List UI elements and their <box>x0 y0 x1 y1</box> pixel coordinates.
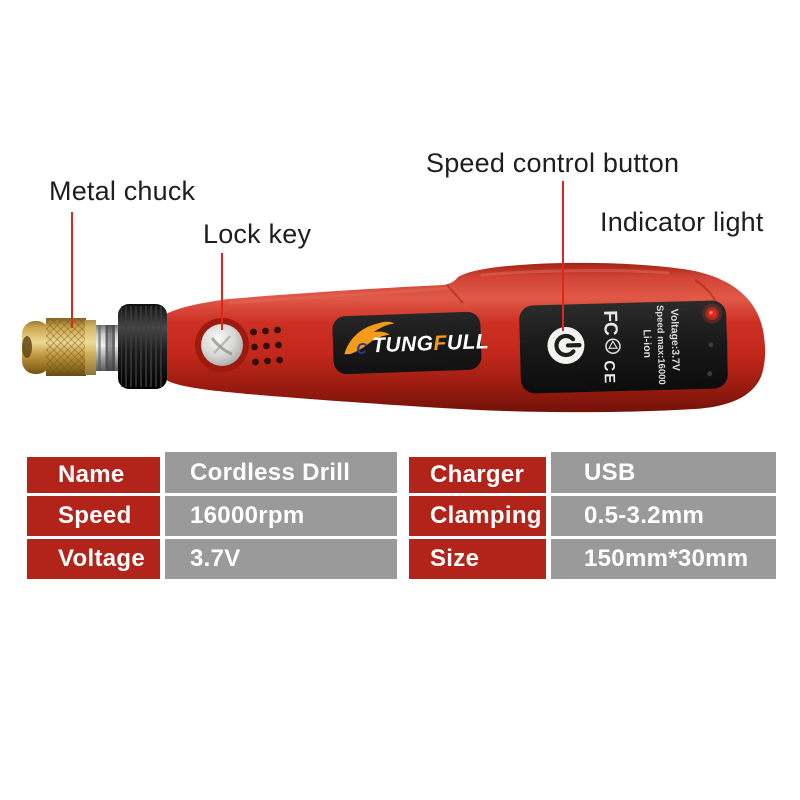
brand-part3: ULL <box>446 330 489 354</box>
lock-key-label: Lock key <box>203 219 312 249</box>
spec-value-cell: USB <box>551 452 776 493</box>
collar-nut <box>118 304 167 389</box>
speed-control-button <box>547 326 585 364</box>
indicator-light-led <box>702 303 723 324</box>
metal-chuck <box>22 318 96 376</box>
brand-swoosh-icon <box>344 321 395 355</box>
speed-control-leader-line <box>562 181 564 331</box>
brand-part2: F <box>433 332 448 355</box>
lock-key-button <box>195 318 249 372</box>
led-off-1 <box>708 342 714 348</box>
power-icon <box>554 333 582 358</box>
spec-table-right-values: USB 0.5-3.2mm 150mm*30mm <box>551 452 776 579</box>
brand-panel: C TUNGFULL <box>332 311 490 375</box>
spec-label-cell: Speed <box>27 496 160 536</box>
collet-hole <box>22 336 32 358</box>
indicator-light-label: Indicator light <box>600 207 764 237</box>
spec-table-right-labels: Charger Clamping Size <box>409 457 546 579</box>
spec-table-left-labels: Name Speed Voltage <box>27 457 160 579</box>
spec-value-cell: 150mm*30mm <box>551 539 776 579</box>
led-off-2 <box>707 371 713 377</box>
control-panel: FC CE Voltage:3.7V Speed max:16000 Li-io… <box>519 300 728 394</box>
speed-control-label: Speed control button <box>426 148 680 178</box>
spec-value-cell: 16000rpm <box>165 496 397 536</box>
spec-table-right: Charger Clamping Size USB 0.5-3.2mm 150m… <box>409 452 776 579</box>
spec-value-cell: 0.5-3.2mm <box>551 496 776 536</box>
lock-key-leader-line <box>221 253 223 330</box>
spec-table-left: Name Speed Voltage Cordless Drill 16000r… <box>27 452 397 579</box>
ce-mark: CE <box>600 360 618 385</box>
spec-label-cell: Charger <box>409 457 546 493</box>
fcc-mark: FC <box>599 310 621 336</box>
spec-label-cell: Size <box>409 539 546 579</box>
vent-holes <box>250 326 283 366</box>
spec-label-cell: Name <box>27 457 160 493</box>
spec-label-cell: Voltage <box>27 539 160 579</box>
spec-battery-text: Li-ion <box>641 329 654 358</box>
spec-value-cell: Cordless Drill <box>165 452 397 493</box>
brand-part1: TUNG <box>372 332 434 357</box>
spec-table-left-values: Cordless Drill 16000rpm 3.7V <box>165 452 397 579</box>
spec-voltage-text: Voltage:3.7V <box>668 308 682 371</box>
brand-accent-letter: C <box>356 340 369 357</box>
metal-chuck-leader-line <box>71 212 73 328</box>
recycle-mark <box>605 338 621 355</box>
spec-label-cell: Clamping <box>409 496 546 536</box>
metal-chuck-label: Metal chuck <box>49 176 196 206</box>
spec-value-cell: 3.7V <box>165 539 397 579</box>
brand-wordmark: TUNGFULL <box>372 330 490 357</box>
spec-speed-text: Speed max:16000 <box>654 305 667 385</box>
